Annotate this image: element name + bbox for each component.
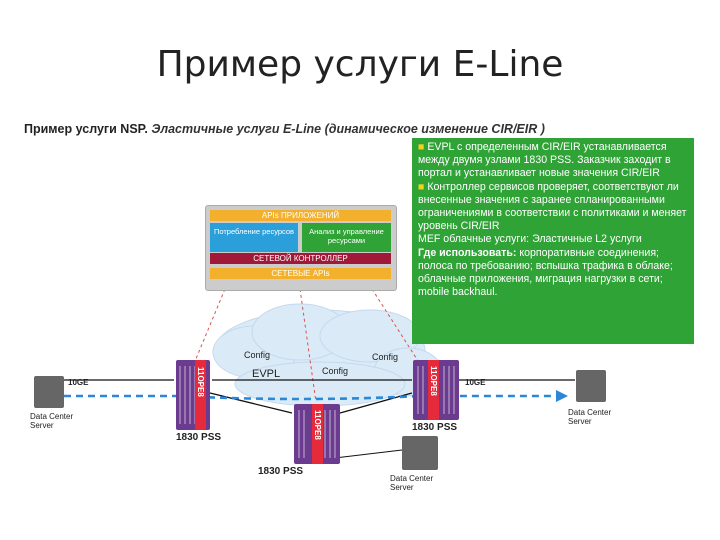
pss-label-right: 1830 PSS bbox=[412, 422, 458, 433]
resource-analysis-box: Анализ и управление ресурсами bbox=[302, 223, 391, 252]
config-label-1: Config bbox=[244, 350, 271, 360]
info-p1: ■ EVPL с определенным CIR/EIR устанавлив… bbox=[418, 141, 671, 180]
network-controller-bar: СЕТЕВОЙ КОНТРОЛЛЕР bbox=[210, 253, 391, 264]
server-label-left: Data Center Server bbox=[30, 412, 74, 430]
pss-node-left bbox=[176, 360, 210, 430]
pss-node-right bbox=[413, 360, 459, 420]
subtitle-italic: Эластичные услуги E-Line (динамическое и… bbox=[151, 122, 545, 136]
card-label-right: 11OPE8 bbox=[429, 366, 438, 396]
pss-label-bottom: 1830 PSS bbox=[258, 466, 304, 477]
evpl-arrow-right bbox=[556, 390, 568, 402]
card-label-left: 11OPE8 bbox=[196, 367, 205, 397]
info-p2: ■ Контроллер сервисов проверяет, соответ… bbox=[418, 180, 687, 233]
bullet-square-icon: ■ bbox=[418, 180, 425, 193]
config-label-2: Config bbox=[322, 366, 349, 376]
link-label-right: 10GE bbox=[465, 378, 486, 387]
server-left-icon bbox=[34, 376, 64, 408]
sdn-controller: APIs ПРИЛОЖЕНИЙ Потребление ресурсов Ана… bbox=[205, 205, 397, 291]
network-apis-bar: СЕТЕВЫЕ APIs bbox=[210, 268, 391, 279]
info-p3: MEF облачные услуги: Эластичные L2 услуг… bbox=[418, 233, 642, 246]
pss-node-bottom bbox=[294, 404, 340, 464]
config-lines bbox=[192, 288, 421, 403]
evpl-label: EVPL bbox=[252, 368, 281, 380]
diagram-subtitle: Пример услуги NSP. Эластичные услуги E-L… bbox=[24, 122, 545, 136]
cloud-shape bbox=[212, 303, 443, 407]
resource-consumption-box: Потребление ресурсов bbox=[210, 223, 298, 252]
server-label-bottom: Data Center Server bbox=[390, 474, 434, 492]
bullet-square-icon: ■ bbox=[418, 141, 425, 153]
physical-links bbox=[64, 379, 575, 461]
slide-title: Пример услуги E-Line bbox=[156, 44, 564, 85]
server-bottom-icon bbox=[402, 436, 438, 470]
info-panel: ■ EVPL с определенным CIR/EIR устанавлив… bbox=[412, 138, 694, 344]
server-label-right: Data Center Server bbox=[568, 408, 612, 426]
card-label-bottom: 11OPE8 bbox=[313, 410, 322, 440]
subtitle-bold: Пример услуги NSP. bbox=[24, 122, 148, 136]
app-apis-bar: APIs ПРИЛОЖЕНИЙ bbox=[210, 210, 391, 221]
info-p4: Где использовать: корпоративные соединен… bbox=[418, 246, 673, 299]
config-label-3: Config bbox=[372, 352, 399, 362]
pss-label-left: 1830 PSS bbox=[176, 432, 222, 443]
server-right-icon bbox=[576, 370, 606, 402]
link-label-left: 10GE bbox=[68, 378, 89, 387]
